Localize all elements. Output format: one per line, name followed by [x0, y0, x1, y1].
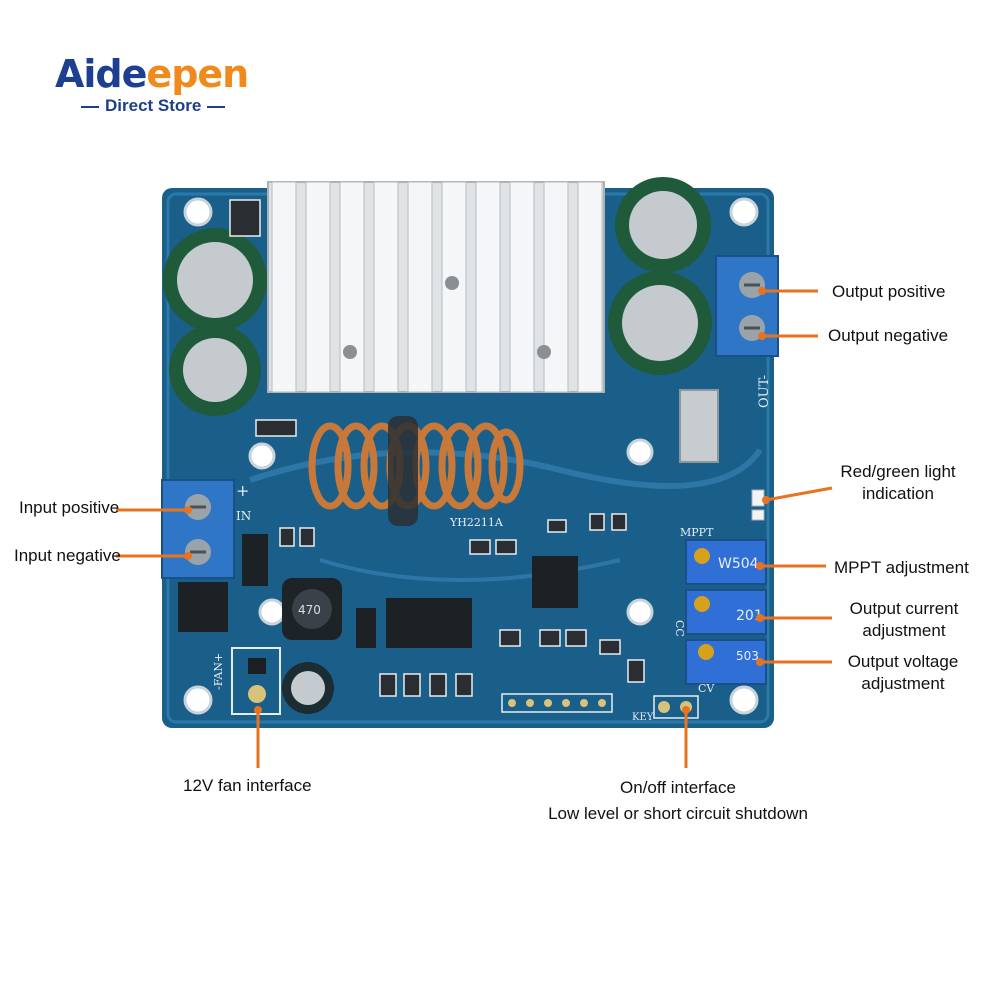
svg-text:MPPT: MPPT: [680, 526, 714, 539]
brand-logo: Aideepen Direct Store: [55, 52, 285, 122]
svg-text:470: 470: [298, 603, 321, 617]
inductor-marking: YH2211A: [449, 516, 504, 529]
status-led: [751, 489, 765, 507]
potentiometers: W504 201 503 MPPT CC CV: [673, 526, 767, 695]
pin-header: [508, 699, 606, 707]
svg-text:IN: IN: [236, 509, 251, 523]
label-output-current: Output current adjustment: [849, 599, 959, 640]
svg-text:KEY: KEY: [632, 712, 654, 723]
fan-connector: -FAN+: [212, 647, 281, 715]
smd-components: [229, 199, 645, 697]
label-input-negative: Input negative: [14, 546, 121, 565]
ic-chips: [178, 534, 578, 648]
label-output-negative: Output negative: [828, 326, 949, 345]
label-mppt-adjustment: MPPT adjustment: [834, 558, 969, 577]
label-fan-interface: 12V fan interface: [183, 776, 312, 795]
mounting-holes: [183, 197, 759, 715]
label-output-positive: Output positive: [832, 282, 946, 301]
brand-tagline: Direct Store: [75, 96, 231, 116]
svg-text:CC: CC: [673, 620, 686, 637]
label-red-green-light: Red/green light indication: [840, 462, 956, 503]
pointer-lines: [116, 289, 833, 768]
capacitors: [163, 177, 712, 714]
brand-name: Aideepen: [55, 52, 249, 96]
heatsink: [267, 181, 605, 393]
label-onoff-interface: On/off interface Low level or short circ…: [548, 778, 808, 823]
label-output-voltage: Output voltage adjustment: [847, 652, 959, 693]
output-terminal: OUT-: [715, 255, 779, 408]
input-terminal: + IN: [161, 479, 251, 579]
svg-text:503: 503: [736, 649, 759, 663]
mosfet: [679, 389, 719, 463]
svg-text:CV: CV: [698, 682, 715, 695]
svg-text:OUT-: OUT-: [757, 375, 772, 408]
svg-text:W504: W504: [718, 556, 759, 572]
pointer-dots: [184, 287, 770, 714]
svg-text:-FAN+: -FAN+: [212, 653, 225, 690]
label-input-positive: Input positive: [19, 498, 120, 517]
svg-text:+: +: [236, 481, 249, 500]
svg-text:201: 201: [736, 608, 763, 624]
